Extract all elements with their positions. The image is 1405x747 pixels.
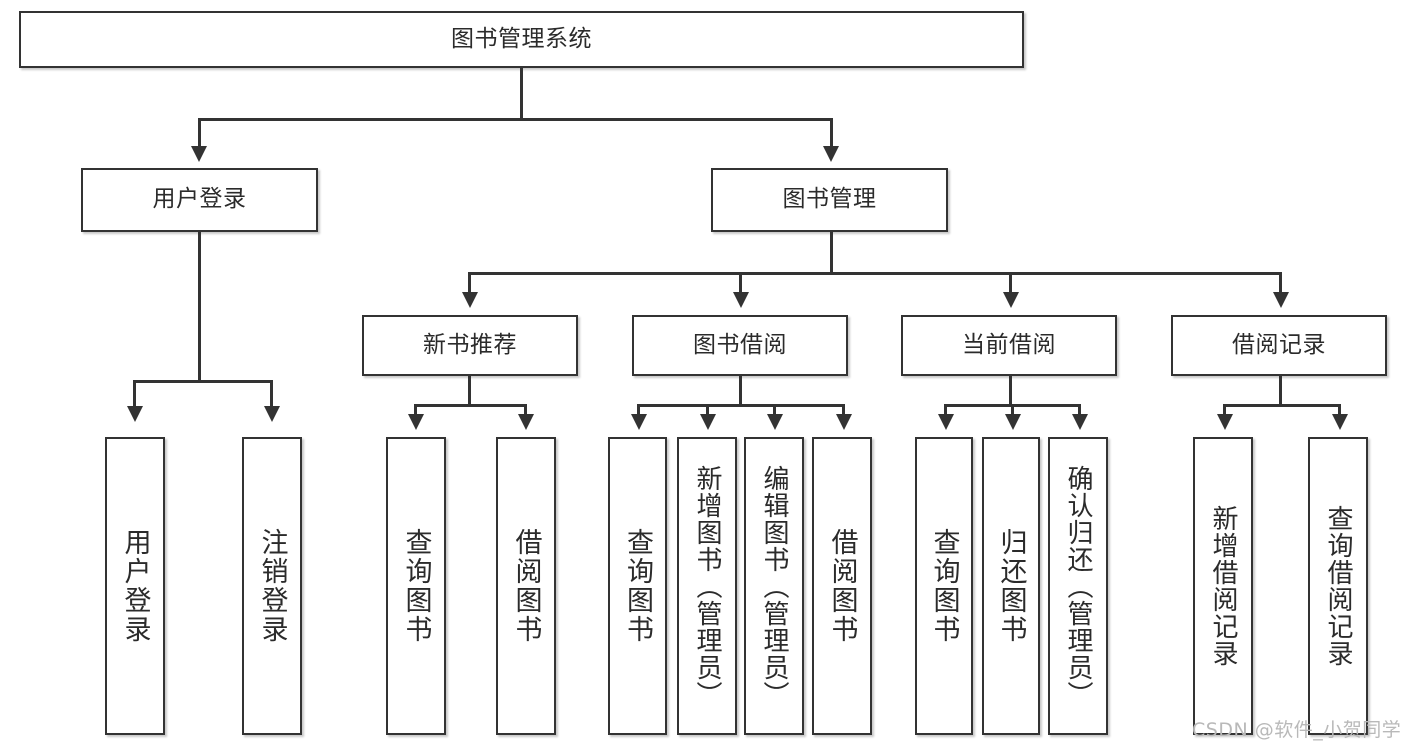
node-label: 查询图书 — [928, 528, 960, 644]
node-borrow-record[interactable]: 借阅记录 — [1171, 315, 1387, 376]
arrowhead-borrow-record-leaf-2 — [1332, 414, 1348, 430]
leaf-query-book-1[interactable]: 查询图书 — [386, 437, 446, 735]
leaf-return-book[interactable]: 归还图书 — [982, 437, 1040, 735]
node-current-borrow[interactable]: 当前借阅 — [901, 315, 1117, 376]
node-book-management[interactable]: 图书管理 — [711, 168, 948, 232]
arrowhead-bm-new-book — [462, 292, 478, 308]
connector-book-borrow-stem — [739, 376, 742, 406]
csdn-watermark: CSDN @软件_小贺同学 — [1192, 719, 1402, 741]
arrowhead-bm-current-borrow — [1003, 292, 1019, 308]
leaf-logout[interactable]: 注销登录 — [242, 437, 302, 735]
arrowhead-current-borrow-leaf-3 — [1072, 414, 1088, 430]
connector-book-management-stem — [830, 232, 833, 274]
connector-book-borrow-leaf-2 — [706, 404, 709, 416]
node-label: 图书借阅 — [693, 331, 787, 358]
node-book-borrow[interactable]: 图书借阅 — [632, 315, 848, 376]
connector-root-stem — [520, 68, 523, 120]
connector-user-login-bus — [133, 380, 270, 383]
arrowhead-bm-borrow-record — [1273, 292, 1289, 308]
arrowhead-root-to-book-management — [823, 146, 839, 162]
connector-borrow-record-bus — [1223, 404, 1338, 407]
leaf-query-record[interactable]: 查询借阅记录 — [1308, 437, 1368, 735]
node-label: 查询借阅记录 — [1323, 505, 1353, 667]
node-label: 借阅记录 — [1232, 331, 1326, 358]
node-root-system[interactable]: 图书管理系统 — [19, 11, 1024, 68]
arrowhead-current-borrow-leaf-2 — [1005, 414, 1021, 430]
connector-current-borrow-stem — [1009, 376, 1012, 406]
node-label: 图书管理 — [782, 186, 877, 213]
leaf-query-book-2[interactable]: 查询图书 — [608, 437, 667, 735]
connector-bm-to-book-borrow — [739, 272, 742, 294]
connector-root-bus — [198, 118, 832, 121]
connector-borrow-record-leaf-1 — [1223, 404, 1226, 416]
connector-bm-to-new-book — [468, 272, 471, 294]
connector-borrow-record-stem — [1279, 376, 1282, 406]
connector-user-login-to-leaf-1 — [133, 380, 136, 408]
arrowhead-borrow-record-leaf-1 — [1217, 414, 1233, 430]
arrowhead-new-book-leaf-1 — [408, 414, 424, 430]
connector-book-borrow-leaf-4 — [842, 404, 845, 416]
node-label: 借阅图书 — [510, 528, 542, 644]
node-label: 归还图书 — [995, 528, 1027, 644]
arrowhead-new-book-leaf-2 — [518, 414, 534, 430]
connector-current-borrow-leaf-2 — [1011, 404, 1014, 416]
connector-current-borrow-leaf-1 — [944, 404, 947, 416]
node-label: 新增借阅记录 — [1208, 505, 1238, 667]
node-label: 查询图书 — [400, 528, 432, 644]
node-user-login[interactable]: 用户登录 — [81, 168, 318, 232]
connector-book-borrow-bus — [637, 404, 842, 407]
node-label: 查询图书 — [622, 528, 653, 644]
node-label: 新增图书（管理员） — [692, 464, 722, 708]
connector-new-book-leaf-1 — [414, 404, 417, 416]
leaf-confirm-return[interactable]: 确认归还（管理员） — [1048, 437, 1108, 735]
connector-book-management-bus — [468, 272, 1280, 275]
arrowhead-book-borrow-leaf-4 — [836, 414, 852, 430]
connector-borrow-record-leaf-2 — [1338, 404, 1341, 416]
leaf-borrow-book-2[interactable]: 借阅图书 — [812, 437, 872, 735]
leaf-add-record[interactable]: 新增借阅记录 — [1193, 437, 1253, 735]
node-label: 用户登录 — [119, 528, 151, 644]
connector-current-borrow-leaf-3 — [1078, 404, 1081, 416]
node-label: 编辑图书（管理员） — [759, 464, 789, 708]
node-label: 图书管理系统 — [451, 25, 592, 52]
connector-book-borrow-leaf-1 — [637, 404, 640, 416]
node-label: 注销登录 — [256, 528, 288, 644]
connector-bm-to-current-borrow — [1009, 272, 1012, 294]
leaf-borrow-book-1[interactable]: 借阅图书 — [496, 437, 556, 735]
arrowhead-user-login-leaf-2 — [264, 406, 280, 422]
arrowhead-book-borrow-leaf-1 — [631, 414, 647, 430]
connector-new-book-bus — [414, 404, 524, 407]
leaf-edit-book[interactable]: 编辑图书（管理员） — [744, 437, 804, 735]
arrowhead-root-to-user-login — [191, 146, 207, 162]
connector-root-to-book-management — [830, 118, 833, 150]
node-new-book-recommend[interactable]: 新书推荐 — [362, 315, 578, 376]
arrowhead-user-login-leaf-1 — [127, 406, 143, 422]
leaf-query-book-3[interactable]: 查询图书 — [915, 437, 973, 735]
connector-user-login-to-leaf-2 — [270, 380, 273, 408]
connector-bm-to-borrow-record — [1279, 272, 1282, 294]
connector-book-borrow-leaf-3 — [773, 404, 776, 416]
connector-new-book-leaf-2 — [524, 404, 527, 416]
arrowhead-book-borrow-leaf-3 — [767, 414, 783, 430]
node-label: 借阅图书 — [826, 528, 858, 644]
leaf-add-book[interactable]: 新增图书（管理员） — [677, 437, 737, 735]
arrowhead-book-borrow-leaf-2 — [700, 414, 716, 430]
node-label: 用户登录 — [152, 186, 247, 213]
arrowhead-bm-book-borrow — [733, 292, 749, 308]
connector-new-book-stem — [468, 376, 471, 406]
node-label: 新书推荐 — [423, 331, 517, 358]
connector-root-to-user-login — [198, 118, 201, 150]
node-label: 确认归还（管理员） — [1063, 464, 1093, 708]
leaf-user-login[interactable]: 用户登录 — [105, 437, 165, 735]
node-label: 当前借阅 — [962, 331, 1056, 358]
connector-user-login-stem — [198, 232, 201, 382]
arrowhead-current-borrow-leaf-1 — [938, 414, 954, 430]
